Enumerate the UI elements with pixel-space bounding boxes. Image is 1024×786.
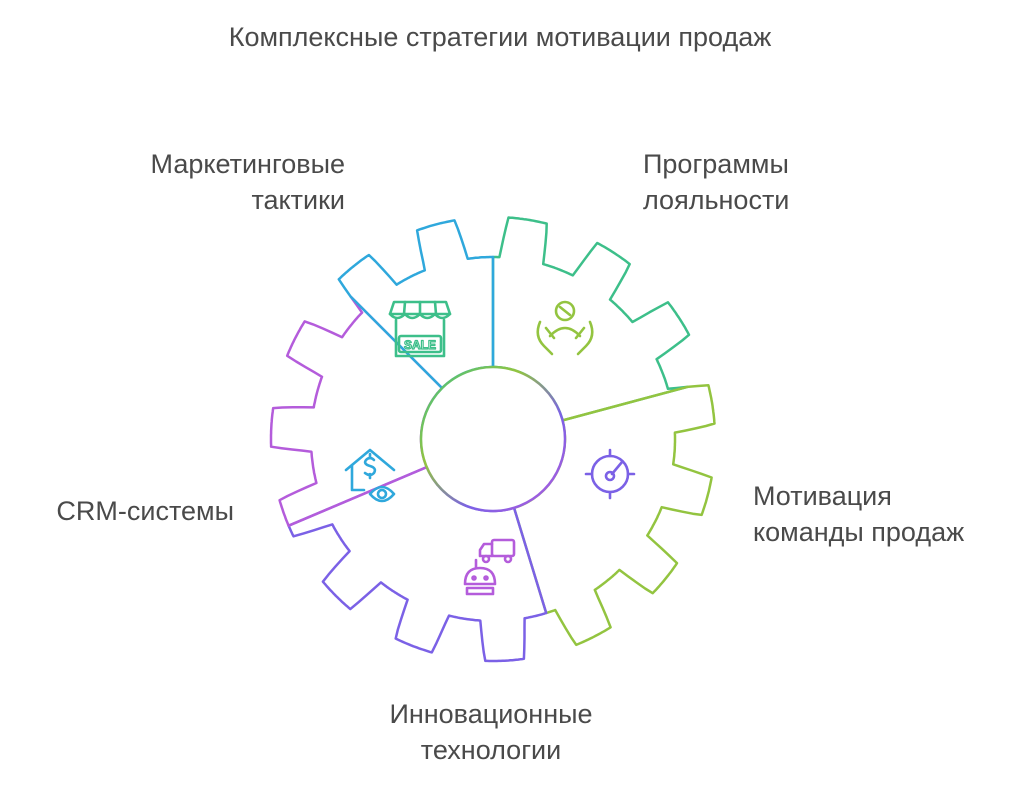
label-line: Инновационные [389, 699, 593, 729]
label-line: Маркетинговые [150, 149, 345, 179]
gear-hub [419, 365, 567, 513]
house-dollar-eye-icon [344, 448, 396, 503]
gear-segment-outline [337, 219, 495, 390]
label-loyalty-programs: Программы лояльности [643, 146, 789, 218]
label-line: команды продаж [753, 517, 965, 547]
label-line: тактики [251, 185, 345, 215]
storefront-sale-icon: SALE [388, 300, 452, 358]
label-line: лояльности [643, 185, 790, 215]
gear-segment-outline [269, 295, 444, 527]
label-line: Мотивация [753, 481, 892, 511]
label-line: Программы [643, 149, 789, 179]
label-line: технологии [420, 735, 562, 765]
gear-segment-tech [269, 295, 444, 527]
robot-delivery-truck-icon [463, 538, 516, 596]
label-crm-systems: CRM-системы [56, 493, 234, 529]
label-line: CRM-системы [56, 496, 234, 526]
gear-segment-crm [337, 219, 495, 390]
label-marketing-tactics: Маркетинговые тактики [151, 146, 345, 218]
sale-sign-text: SALE [404, 338, 436, 352]
speedometer-target-icon [584, 448, 636, 500]
label-innovative-technologies: Инновационные технологии [0, 696, 982, 768]
person-in-hands-icon [536, 300, 594, 356]
diagram-title: Комплексные стратегии мотивации продаж [228, 22, 772, 52]
label-sales-team-motivation: Мотивация команды продаж [753, 478, 964, 550]
